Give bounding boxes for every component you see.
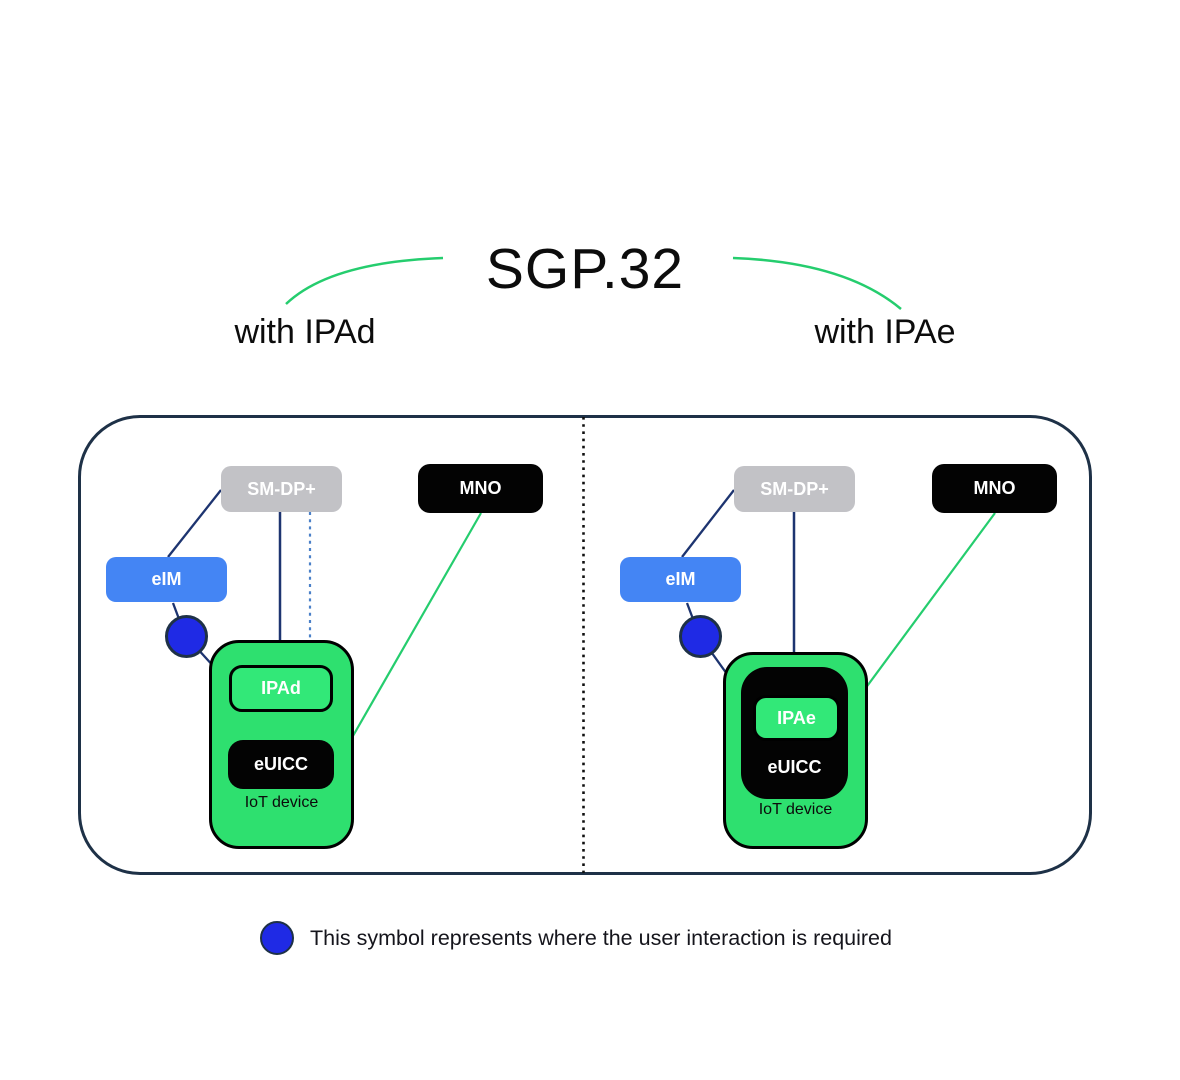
euicc-label-right: eUICC [767,756,822,777]
user-interaction-icon [679,615,722,658]
eim-smdp-link-right [681,489,735,558]
mno-euicc-link-left [337,512,482,763]
ipad-box: IPAd [229,665,333,712]
smdp-box-right: SM-DP+ [734,466,855,512]
diagram-title: SGP.32 [485,237,685,301]
eim-box-right: eIM [620,557,741,602]
user-interaction-icon [165,615,208,658]
ipae-box: IPAe [753,695,840,741]
mno-ipae-link-right [844,512,996,717]
right-variant-label: with IPAe [814,313,956,351]
eim-smdp-link-left [167,489,222,558]
euicc-box-left: eUICC [228,740,334,789]
mno-box-right: MNO [932,464,1057,513]
eim-box-left: eIM [106,557,227,602]
mno-box-left: MNO [418,464,543,513]
legend: This symbol represents where the user in… [260,916,1020,960]
right-swoosh-curve [732,256,902,310]
legend-text: This symbol represents where the user in… [310,925,892,950]
left-variant-label: with IPAd [234,313,376,351]
user-interaction-icon [260,921,294,955]
left-swoosh-curve [285,256,444,305]
iot-device-label-left: IoT device [244,794,319,811]
iot-device-label-right: IoT device [758,801,833,818]
smdp-box-left: SM-DP+ [221,466,342,512]
